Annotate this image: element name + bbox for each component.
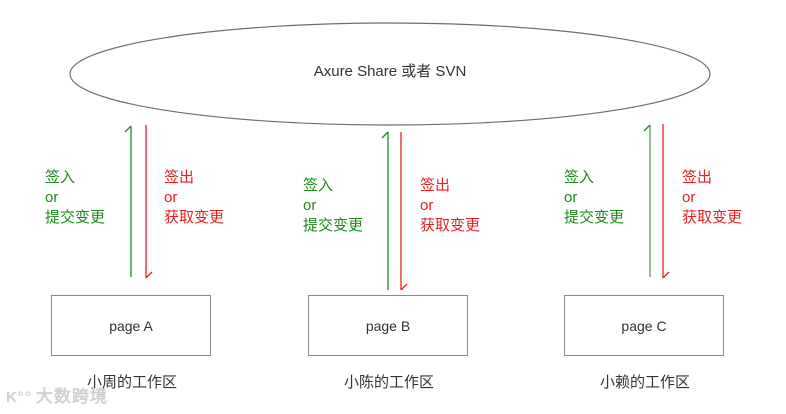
checkin-label-b: 签入 or 提交变更 <box>303 176 363 236</box>
or-text: or <box>164 189 178 206</box>
get-changes-text: 获取变更 <box>164 209 225 226</box>
checkout-label-b: 签出 or 获取变更 <box>420 176 480 236</box>
checkin-arrow-b <box>381 131 389 290</box>
checkout-label-a: 签出 or 获取变更 <box>164 168 224 228</box>
workspace-a-label: 小周的工作区 <box>86 374 177 391</box>
workspace-c-label: 小赖的工作区 <box>599 374 690 391</box>
server-ellipse <box>69 22 711 126</box>
page-b-label: page B <box>365 317 411 334</box>
page-c-label: page C <box>621 317 667 334</box>
checkout-arrow-c <box>662 124 670 279</box>
checkin-arrow-c <box>643 124 651 277</box>
page-a-label: page A <box>109 317 153 334</box>
watermark-text: 大数跨境 <box>35 387 108 406</box>
checkin-label-a: 签入 or 提交变更 <box>45 168 105 228</box>
page-b-box: page B <box>308 295 468 356</box>
commit-text: 提交变更 <box>303 217 364 234</box>
checkin-arrow-a <box>124 125 132 277</box>
checkout-arrow-a <box>145 125 153 279</box>
checkout-text: 签出 <box>682 169 713 186</box>
or-text: or <box>564 189 578 206</box>
watermark: K°°大数跨境 <box>6 386 108 409</box>
page-c-box: page C <box>564 295 724 356</box>
page-a-box: page A <box>51 295 211 356</box>
server-label: Axure Share 或者 SVN <box>313 63 467 80</box>
checkin-text: 签入 <box>564 169 595 186</box>
watermark-logo-icon: K°° <box>6 389 32 406</box>
checkin-text: 签入 <box>303 177 334 194</box>
commit-text: 提交变更 <box>564 209 625 226</box>
get-changes-text: 获取变更 <box>682 209 743 226</box>
workspace-b-label: 小陈的工作区 <box>343 374 434 391</box>
or-text: or <box>303 197 317 214</box>
or-text: or <box>682 189 696 206</box>
checkin-text: 签入 <box>45 169 76 186</box>
checkout-text: 签出 <box>420 177 451 194</box>
or-text: or <box>420 197 434 214</box>
checkout-label-c: 签出 or 获取变更 <box>682 168 742 228</box>
get-changes-text: 获取变更 <box>420 217 481 234</box>
checkout-arrow-b <box>400 132 408 291</box>
checkin-label-c: 签入 or 提交变更 <box>564 168 624 228</box>
commit-text: 提交变更 <box>45 209 106 226</box>
checkout-text: 签出 <box>164 169 195 186</box>
or-text: or <box>45 189 59 206</box>
